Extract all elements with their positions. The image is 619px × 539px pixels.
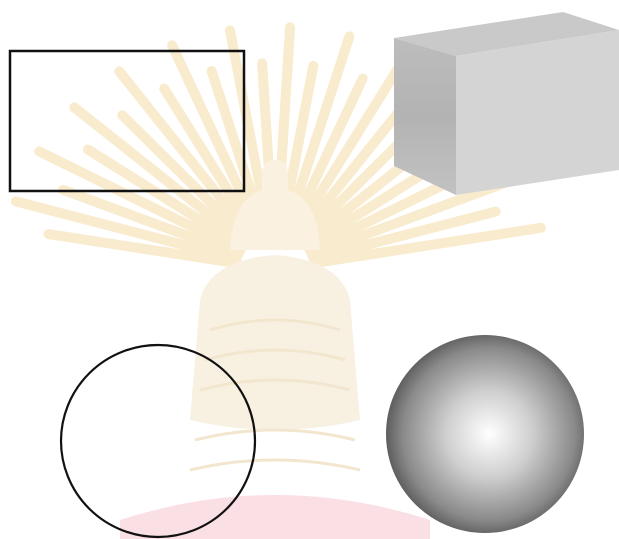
- solid-box: [394, 12, 619, 195]
- solid-sphere: [386, 335, 584, 533]
- flat-circle: [61, 345, 255, 537]
- box-side-face: [456, 30, 619, 195]
